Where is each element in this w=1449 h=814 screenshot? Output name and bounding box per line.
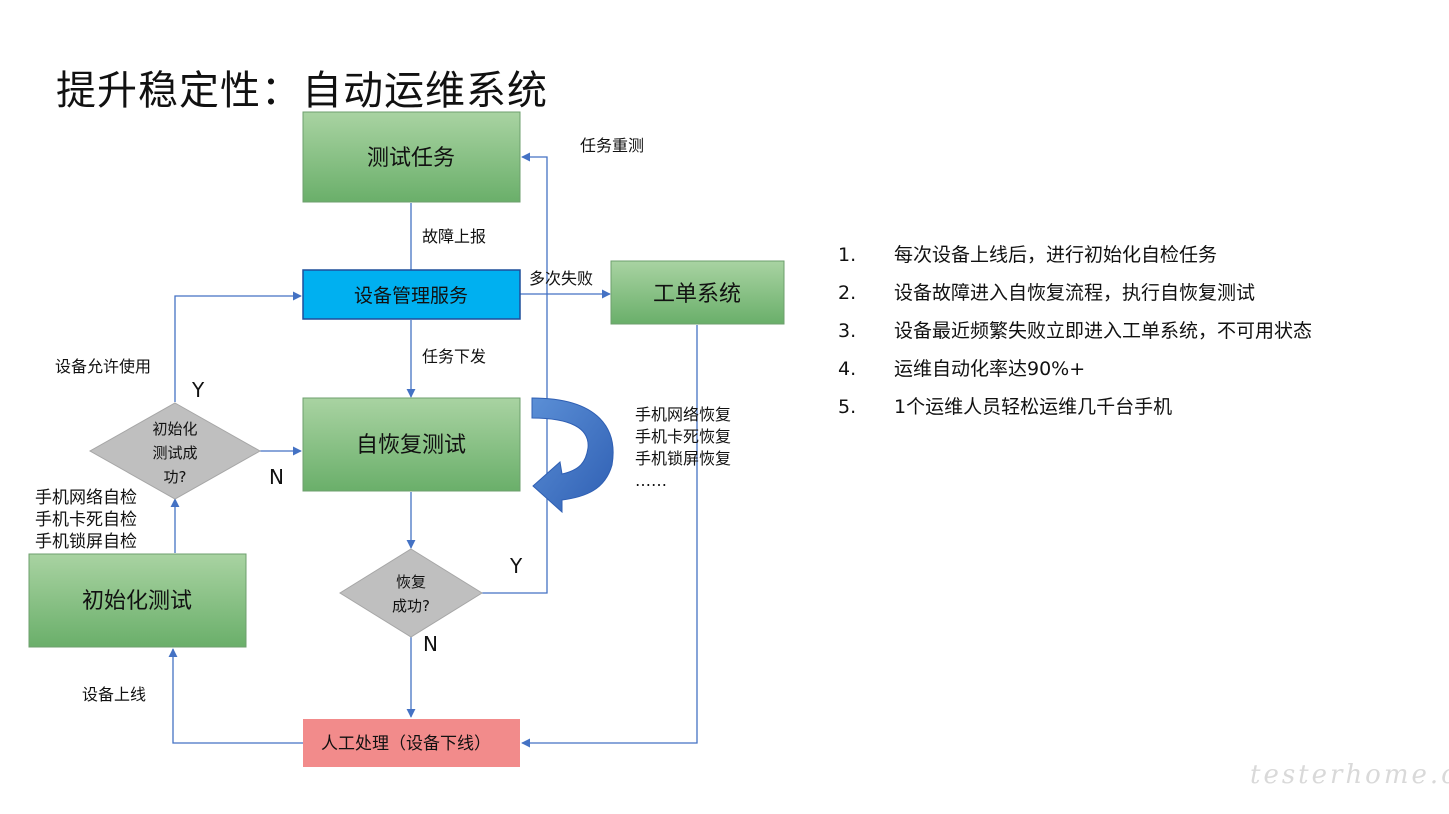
recovery-items: 手机网络恢复 手机卡死恢复 手机锁屏恢复 ……: [635, 405, 731, 490]
decision-recover-line2: 成功?: [392, 597, 430, 615]
selfcheck-items: 手机网络自检 手机卡死自检 手机锁屏自检: [35, 488, 137, 552]
list-item-text: 1个运维人员轻松运维几千台手机: [894, 396, 1173, 418]
selfcheck-item: 手机卡死自检: [35, 510, 137, 530]
list-item: 4. 运维自动化率达90%+: [838, 354, 1312, 392]
selfcheck-item: 手机锁屏自检: [35, 532, 137, 552]
list-item-number: 2.: [838, 282, 857, 304]
node-init-test-label: 初始化测试: [82, 589, 192, 614]
key-points-list: 1. 每次设备上线后，进行初始化自检任务 2. 设备故障进入自恢复流程，执行自恢复测…: [838, 240, 1312, 430]
arrow-device-online: [168, 648, 303, 744]
list-item-number: 1.: [838, 244, 857, 266]
node-manual: 人工处理（设备下线）: [303, 719, 520, 767]
label-recover-yes: Y: [509, 554, 523, 578]
list-item-number: 5.: [838, 396, 857, 418]
list-item: 1. 每次设备上线后，进行初始化自检任务: [838, 240, 1312, 278]
recovery-loop-arrow: [531, 397, 614, 514]
list-item-text: 运维自动化率达90%+: [894, 358, 1086, 380]
label-device-online: 设备上线: [82, 685, 146, 704]
node-ticket-system-label: 工单系统: [653, 282, 741, 307]
label-retest: 任务重测: [580, 136, 644, 155]
decision-init-line1: 初始化: [152, 420, 197, 438]
arrow-init-yes: [174, 291, 302, 402]
label-dispatch: 任务下发: [422, 347, 486, 366]
watermark: testerhome.com: [1250, 760, 1449, 790]
node-test-task-label: 测试任务: [367, 146, 455, 171]
arrow-retest: [482, 152, 548, 594]
node-manual-label: 人工处理（设备下线）: [321, 734, 491, 754]
recovery-item: 手机卡死恢复: [635, 427, 731, 446]
node-device-mgmt: 设备管理服务: [302, 269, 521, 320]
decision-init-line3: 功?: [164, 468, 187, 486]
recovery-item: ……: [635, 471, 667, 490]
connectors: [168, 152, 698, 748]
decision-recover-success: 恢复 成功?: [339, 548, 483, 638]
arrow-ticket-to-manual: [521, 325, 698, 748]
recovery-item: 手机网络恢复: [635, 405, 731, 424]
label-init-yes: Y: [191, 378, 205, 402]
decision-recover-line1: 恢复: [396, 573, 426, 591]
list-item-text: 每次设备上线后，进行初始化自检任务: [894, 244, 1218, 266]
list-item-text: 设备故障进入自恢复流程，执行自恢复测试: [894, 282, 1256, 304]
decision-init-success: 初始化 测试成 功?: [88, 402, 262, 500]
list-item-number: 3.: [838, 320, 857, 342]
list-item-text: 设备最近频繁失败立即进入工单系统，不可用状态: [894, 320, 1313, 342]
decision-init-line2: 测试成: [152, 444, 197, 462]
label-allow-use: 设备允许使用: [55, 357, 151, 376]
page-title: 提升稳定性：自动运维系统: [56, 68, 548, 114]
node-test-task: 测试任务: [302, 111, 521, 203]
node-self-recovery-label: 自恢复测试: [356, 433, 466, 458]
label-recover-no: N: [423, 632, 438, 656]
node-device-mgmt-label: 设备管理服务: [354, 285, 468, 307]
selfcheck-item: 手机网络自检: [35, 488, 137, 508]
list-item-number: 4.: [838, 358, 857, 380]
list-item: 2. 设备故障进入自恢复流程，执行自恢复测试: [838, 278, 1312, 316]
label-init-no: N: [269, 465, 284, 489]
label-fault-report: 故障上报: [422, 227, 486, 246]
node-ticket-system: 工单系统: [610, 260, 785, 325]
list-item: 5. 1个运维人员轻松运维几千台手机: [838, 392, 1312, 430]
node-self-recovery: 自恢复测试: [302, 397, 521, 492]
recovery-item: 手机锁屏恢复: [635, 449, 731, 468]
node-init-test: 初始化测试: [28, 553, 247, 648]
label-multi-fail: 多次失败: [529, 269, 593, 288]
list-item: 3. 设备最近频繁失败立即进入工单系统，不可用状态: [838, 316, 1312, 354]
